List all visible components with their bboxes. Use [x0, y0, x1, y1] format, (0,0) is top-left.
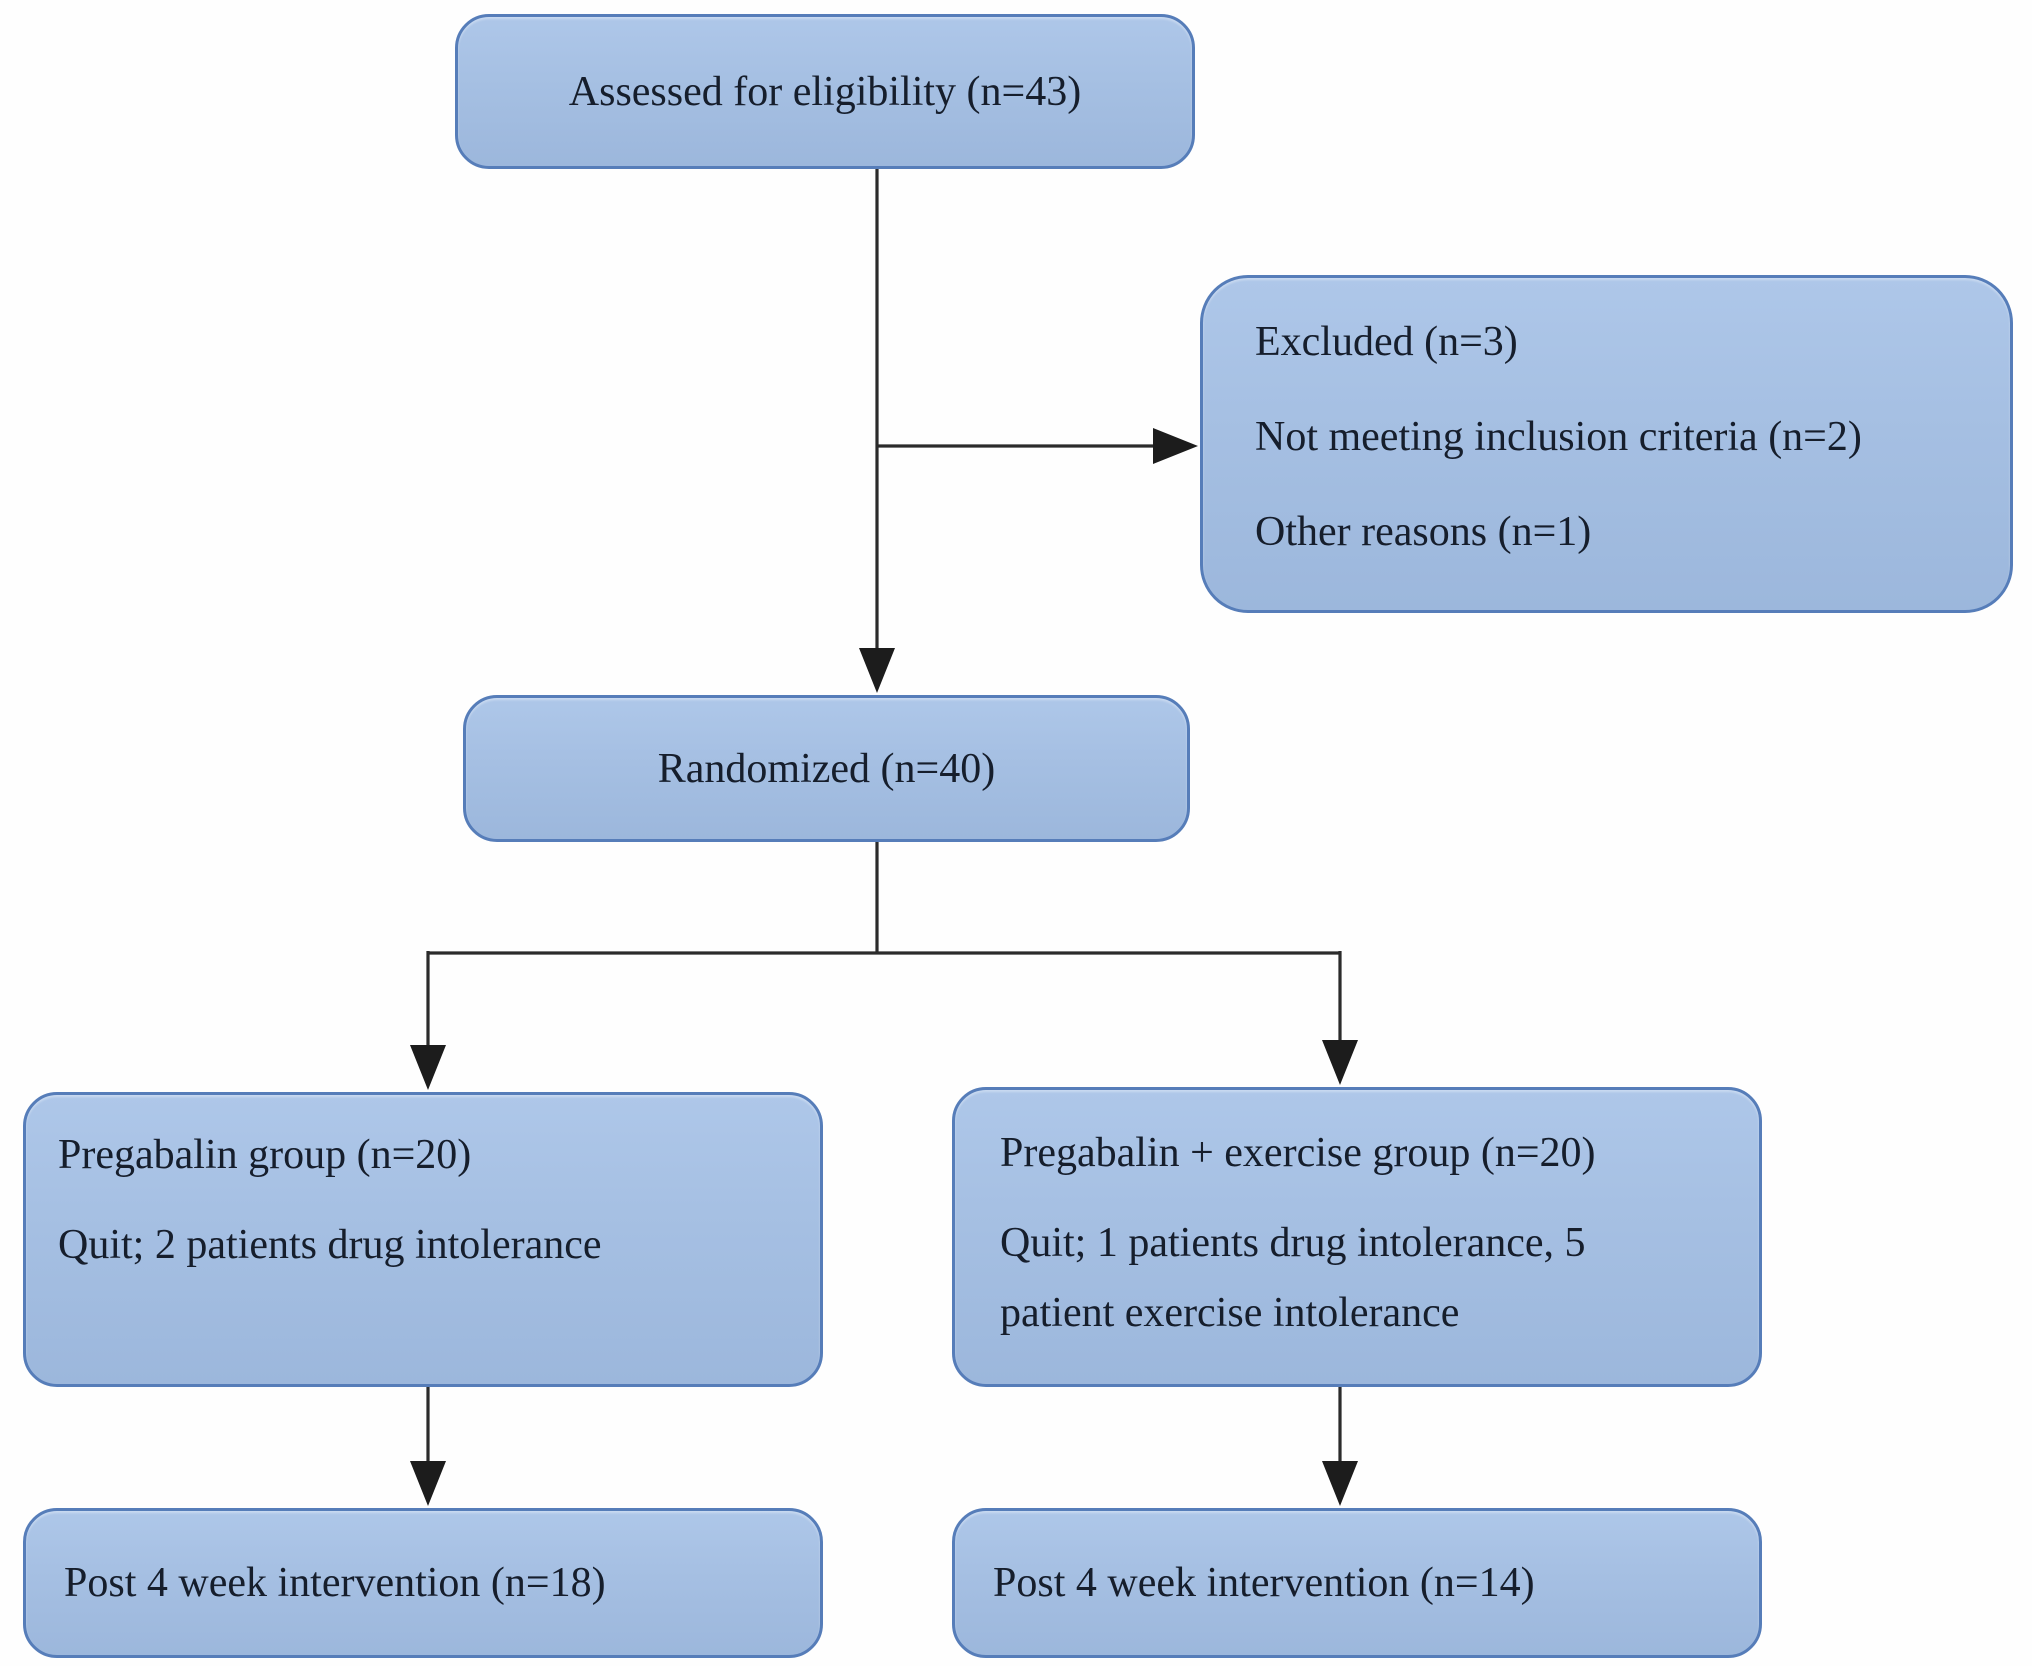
node-excluded: Excluded (n=3) Not meeting inclusion cri… — [1200, 275, 2013, 613]
node-post-intervention-left: Post 4 week intervention (n=18) — [23, 1508, 823, 1658]
node-post-right-text: Post 4 week intervention (n=14) — [993, 1560, 1535, 1606]
node-randomized-text: Randomized (n=40) — [657, 745, 996, 792]
node-post-left-text: Post 4 week intervention (n=18) — [64, 1560, 606, 1606]
arrowhead-down-randomized — [859, 648, 895, 693]
arrowhead-down-pregabalin-exercise — [1322, 1040, 1358, 1085]
node-assessed-for-eligibility: Assessed for eligibility (n=43) — [455, 14, 1195, 169]
node-randomized: Randomized (n=40) — [463, 695, 1190, 842]
node-excluded-line-3: Other reasons (n=1) — [1255, 509, 1592, 555]
arrowhead-down-post-left — [410, 1461, 446, 1506]
arrowhead-down-post-right — [1322, 1461, 1358, 1506]
arrowhead-down-pregabalin — [410, 1045, 446, 1090]
node-pregabalin-exercise-line-1: Pregabalin + exercise group (n=20) — [1000, 1130, 1596, 1176]
node-pregabalin-line-1: Pregabalin group (n=20) — [58, 1132, 472, 1178]
node-pregabalin-exercise-group: Pregabalin + exercise group (n=20) Quit;… — [952, 1087, 1762, 1387]
arrowhead-right-excluded — [1153, 428, 1198, 464]
node-excluded-line-1: Excluded (n=3) — [1255, 319, 1518, 365]
node-pregabalin-exercise-line-2: Quit; 1 patients drug intolerance, 5 — [1000, 1220, 1586, 1266]
node-post-intervention-right: Post 4 week intervention (n=14) — [952, 1508, 1762, 1658]
node-excluded-line-2: Not meeting inclusion criteria (n=2) — [1255, 414, 1862, 460]
node-pregabalin-group: Pregabalin group (n=20) Quit; 2 patients… — [23, 1092, 823, 1387]
node-pregabalin-exercise-line-3: patient exercise intolerance — [1000, 1290, 1460, 1336]
node-assessed-text: Assessed for eligibility (n=43) — [568, 68, 1082, 115]
node-pregabalin-line-2: Quit; 2 patients drug intolerance — [58, 1222, 602, 1268]
